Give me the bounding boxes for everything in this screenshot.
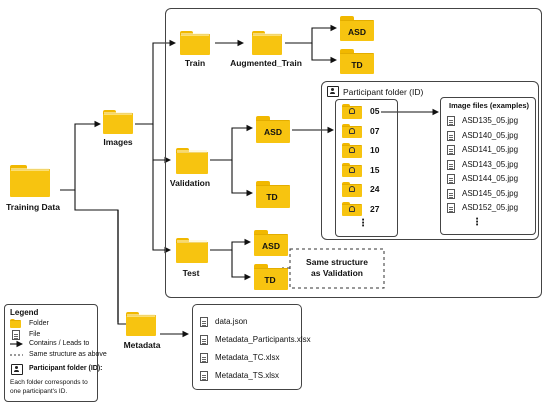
edge-training-images — [60, 120, 102, 191]
file-icon — [447, 188, 455, 199]
participant-id-label: 05 — [370, 106, 380, 116]
validation-asd-label: ASD — [264, 127, 282, 137]
metadata-file-name: data.json — [215, 317, 248, 326]
participant-header-icon — [327, 86, 339, 97]
same-structure-label: Same structure as Validation — [306, 257, 368, 278]
metadata-folder-icon — [126, 312, 156, 336]
train-label: Train — [184, 58, 206, 68]
legend-participant-text: Participant folder (ID): — [29, 365, 103, 372]
image-files-more-ellipsis: ⋮ — [472, 217, 482, 228]
augmented-train-folder-icon — [252, 31, 282, 55]
image-file-name: ASD143_05.jpg — [462, 159, 519, 169]
edge-val-td — [231, 160, 254, 197]
images-label: Images — [103, 137, 133, 147]
file-icon — [447, 145, 455, 155]
edge-test-td — [231, 250, 252, 281]
image-files-box — [440, 97, 536, 235]
metadata-label: Metadata — [123, 340, 161, 350]
legend-participant-icon — [11, 364, 23, 375]
participant-box-title: Participant folder (ID) — [343, 87, 424, 97]
validation-folder-icon — [176, 148, 208, 174]
edge-images-train — [135, 39, 177, 125]
training-data-label: Training Data — [6, 202, 60, 212]
legend-box — [4, 304, 98, 402]
image-file-name: ASD140_05.jpg — [462, 130, 519, 140]
validation-asd-folder-icon — [256, 116, 290, 143]
metadata-files-box — [192, 304, 302, 390]
test-label: Test — [182, 268, 200, 278]
participant-folder-icon — [342, 162, 362, 178]
participant-id-label: 27 — [370, 203, 380, 214]
image-file-name: ASD141_05.jpg — [462, 145, 519, 154]
participant-id-label: 24 — [370, 184, 380, 194]
legend-title: Legend — [10, 308, 39, 317]
participant-list-box — [335, 99, 398, 237]
train-td-label: TD — [351, 60, 363, 70]
metadata-file-name: Metadata_TS.xlsx — [215, 371, 280, 380]
file-icon — [200, 371, 208, 381]
legend-contains-text: Contains / Leads to — [29, 340, 90, 347]
augmented-train-label: Augmented_Train — [230, 58, 302, 68]
validation-td-folder-icon — [256, 181, 290, 208]
file-icon — [200, 317, 208, 327]
legend-folder-icon — [10, 319, 21, 328]
train-td-folder-icon — [340, 49, 374, 74]
edge-images-test — [152, 160, 172, 254]
images-folder-icon — [103, 110, 133, 134]
test-td-label: TD — [264, 275, 276, 285]
validation-td-label: TD — [266, 192, 278, 202]
edge-test-asd — [210, 238, 252, 251]
file-icon — [447, 116, 455, 126]
image-file-name: ASD145_05.jpg — [462, 188, 519, 198]
legend-same-text: Same structure as above — [29, 351, 107, 358]
participant-folder-icon — [342, 123, 362, 139]
participant-id-label: 15 — [370, 164, 380, 175]
test-td-folder-icon — [254, 264, 288, 290]
image-file-name: ASD144_05.jpg — [462, 174, 519, 183]
participant-id-label: 07 — [370, 125, 380, 136]
participant-folder-icon — [342, 143, 362, 158]
legend-participant-note: Each folder corresponds to one participa… — [10, 379, 88, 395]
participant-folder-box — [321, 81, 539, 240]
test-folder-icon — [176, 238, 208, 263]
train-folder-icon — [180, 31, 210, 55]
file-icon — [447, 203, 455, 213]
participant-folder-icon — [342, 182, 362, 197]
edge-val-asd — [210, 124, 254, 161]
images-structure-box — [165, 8, 542, 298]
participant-folder-icon — [342, 104, 362, 119]
validation-label: Validation — [169, 178, 211, 188]
file-icon — [200, 335, 208, 345]
participant-folder-icon — [342, 201, 362, 217]
edge-to-metadata — [117, 210, 126, 325]
legend-folder-text: Folder — [29, 320, 49, 327]
file-icon — [447, 130, 455, 141]
train-asd-label: ASD — [348, 27, 366, 37]
training-data-folder-icon — [10, 165, 50, 197]
train-asd-folder-icon — [340, 16, 374, 41]
file-icon — [12, 330, 20, 340]
test-asd-folder-icon — [254, 230, 288, 256]
file-icon — [447, 174, 455, 184]
image-files-title: Image files (examples) — [449, 101, 530, 110]
metadata-file-name: Metadata_TC.xlsx — [215, 353, 280, 362]
image-file-name: ASD135_05.jpg — [462, 116, 519, 125]
file-icon — [200, 353, 208, 363]
edge-aug-td — [311, 43, 338, 64]
participant-more-ellipsis: ⋮ — [358, 218, 368, 229]
legend-file-text: File — [29, 331, 41, 338]
image-file-name: ASD152_05.jpg — [462, 203, 519, 212]
edge-aug-asd — [285, 24, 338, 44]
metadata-file-name: Metadata_Participants.xlsx — [215, 335, 311, 344]
file-icon — [447, 159, 455, 170]
participant-id-label: 10 — [370, 145, 380, 155]
test-asd-label: ASD — [262, 241, 280, 251]
